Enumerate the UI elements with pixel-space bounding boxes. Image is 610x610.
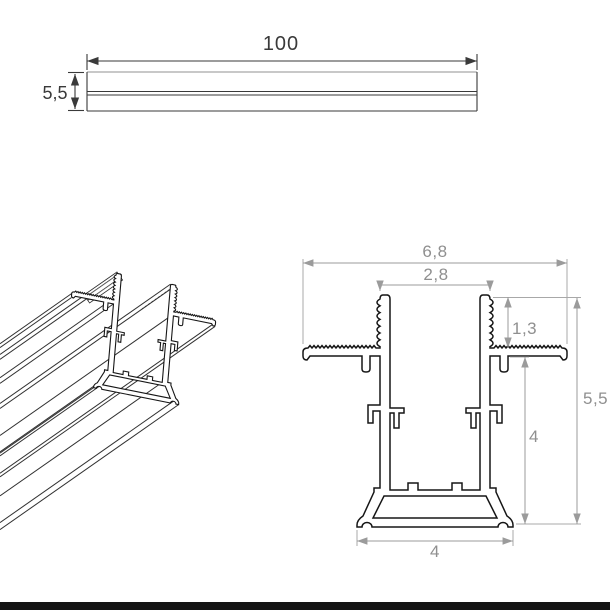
overall-width-label: 6,8 — [422, 242, 447, 261]
total-height-label: 5,5 — [583, 389, 608, 408]
extension-lines — [302, 259, 581, 546]
cut-face-cross-section — [63, 264, 219, 411]
base-width-label: 4 — [430, 542, 440, 561]
flange-height-label: 1,3 — [512, 319, 537, 338]
footer-bar — [0, 602, 610, 610]
isometric-view-drawing — [0, 264, 219, 531]
extrusion-lines — [0, 272, 216, 531]
serrated-ridge-line — [141, 284, 177, 310]
length-dimension-label: 100 — [263, 33, 299, 55]
slot-width-label: 2,8 — [423, 265, 448, 284]
height-dimension-label: 5,5 — [42, 83, 67, 103]
side-view-drawing: 100 5,5 — [42, 33, 478, 112]
cross-section-drawing: 6,8 2,8 1,3 5,5 4 4 — [302, 242, 608, 561]
body-height-label: 4 — [529, 427, 539, 446]
